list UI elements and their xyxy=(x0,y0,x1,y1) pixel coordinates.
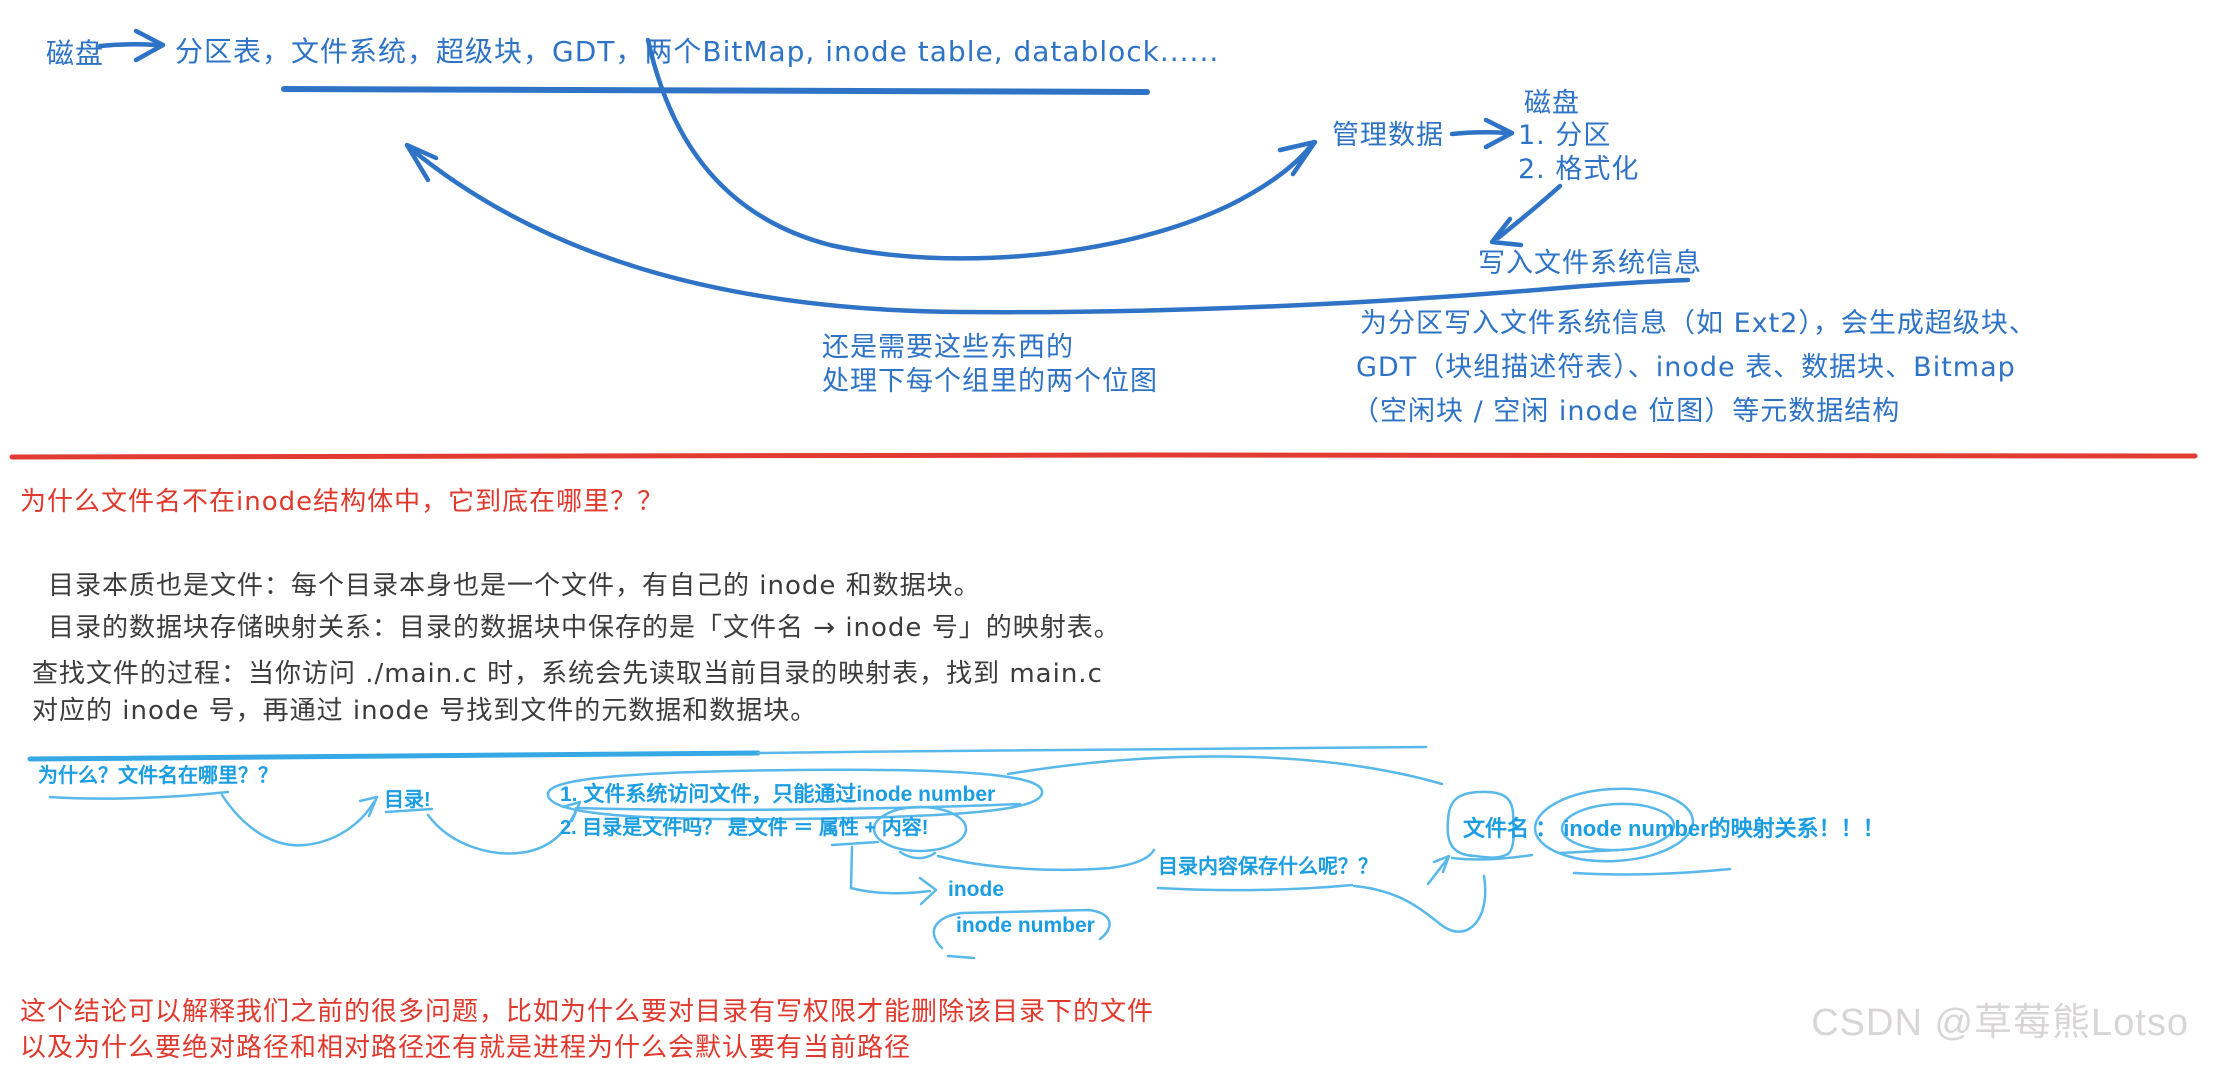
curve-to-manage-data xyxy=(645,37,1313,261)
ext2-line2: GDT（块组描述符表）、inode 表、数据块、Bitmap xyxy=(1356,352,2016,383)
highlight-line-left xyxy=(27,750,761,762)
annotation-item1: 1. 文件系统访问文件，只能通过inode number xyxy=(560,783,996,806)
directory-underline xyxy=(384,807,434,814)
note-line2: 处理下每个组里的两个位图 xyxy=(822,366,1158,397)
step-partition: 1. 分区 xyxy=(1518,120,1612,151)
curve-items-head xyxy=(561,800,582,823)
annotation-item2: 2. 目录是文件吗？ 是文件 ＝ 属性 + 内容! xyxy=(560,817,929,839)
filename-underline xyxy=(1450,853,1534,861)
attribute-branch-head xyxy=(918,876,938,906)
ext2-line1: 为分区写入文件系统信息（如 Ext2），会生成超级块、 xyxy=(1360,308,2037,339)
mapping-underline-2 xyxy=(1572,867,1732,876)
dir-content-underline xyxy=(1156,883,1354,892)
mapping-small-arrow-shaft xyxy=(1426,856,1450,886)
attribute-branch-vertical xyxy=(849,845,854,890)
curve-why-to-directory xyxy=(220,793,376,847)
connector-dir-content-to-mapping xyxy=(1352,874,1487,933)
mapping-underline-1 xyxy=(1558,848,1620,855)
mapping-small-arrow-head xyxy=(1432,854,1451,874)
disk-contents-label: 分区表，文件系统，超级块，GDT，两个BitMap, inode table, … xyxy=(175,35,1220,68)
inode-number-outer-ellipse xyxy=(1533,787,1695,863)
curve-to-manage-data-head xyxy=(1277,139,1318,177)
body-point2: 目录的数据块存储映射关系：目录的数据块中保存的是「文件名 → inode 号」的… xyxy=(48,613,1121,643)
highlight-line-right xyxy=(756,745,1428,755)
curve-to-dir-content xyxy=(936,848,1156,872)
curve-why-head xyxy=(358,795,379,818)
swoosh-to-mapping xyxy=(1006,755,1444,786)
dir-content-question: 目录内容保存什么呢？？ xyxy=(1158,856,1378,878)
manage-arrow-head xyxy=(1483,117,1515,150)
directory-label: 目录! xyxy=(384,789,431,811)
disk-steps-title: 磁盘 xyxy=(1524,88,1580,119)
inode-label: inode xyxy=(948,878,1004,901)
inode-number-oval xyxy=(932,908,1111,950)
attribute-underline xyxy=(830,840,880,847)
curve-back-to-list xyxy=(407,145,1691,315)
filename-box xyxy=(1446,790,1515,859)
disk-arrow-head xyxy=(133,28,166,63)
disk-label: 磁盘 xyxy=(46,37,105,70)
red-divider-line xyxy=(9,452,2198,460)
conclusion-line2: 以及为什么要绝对路径和相对路径还有就是进程为什么会默认要有当前路径 xyxy=(20,1033,912,1063)
body-point1: 目录本质也是文件：每个目录本身也是一个文件，有自己的 inode 和数据块。 xyxy=(48,571,981,601)
ext2-line3: （空闲块 / 空闲 inode 位图）等元数据结构 xyxy=(1352,396,1901,427)
question-heading: 为什么文件名不在inode结构体中，它到底在哪里？？ xyxy=(20,487,665,517)
item1-oval xyxy=(546,768,1044,821)
manage-data-label: 管理数据 xyxy=(1332,120,1444,151)
item1-underline xyxy=(574,802,1022,812)
note-line1: 还是需要这些东西的 xyxy=(822,332,1074,363)
mapping-conclusion: 文件名 ： inode number的映射关系！！！ xyxy=(1463,816,1885,841)
inode-number-label: inode number xyxy=(956,914,1095,937)
why-underline xyxy=(48,790,230,800)
manage-arrow-shaft xyxy=(1449,130,1509,137)
top-underline xyxy=(281,86,1150,95)
format-arrow-shaft xyxy=(1495,183,1563,241)
step-format: 2. 格式化 xyxy=(1518,154,1640,185)
curve-back-to-list-head xyxy=(404,142,439,183)
body-point3-line2: 对应的 inode 号，再通过 inode 号找到文件的元数据和数据块。 xyxy=(32,696,818,726)
write-fs-info-label: 写入文件系统信息 xyxy=(1478,248,1702,279)
conclusion-line1: 这个结论可以解释我们之前的很多问题，比如为什么要对目录有写权限才能删除该目录下的… xyxy=(20,997,1155,1027)
inode-number-dash xyxy=(946,954,976,960)
attribute-branch-horizontal xyxy=(849,886,932,895)
why-question-label: 为什么？文件名在哪里？？ xyxy=(38,765,278,787)
content-circle xyxy=(872,805,968,853)
content-circle-hook xyxy=(898,850,937,860)
curve-directory-to-items xyxy=(426,806,579,855)
csdn-watermark: CSDN @草莓熊Lotso xyxy=(1811,1002,2189,1044)
disk-arrow-shaft xyxy=(97,42,159,49)
body-point3-line1: 查找文件的过程：当你访问 ./main.c 时，系统会先读取当前目录的映射表，找… xyxy=(32,659,1103,689)
format-arrow-head xyxy=(1489,216,1524,248)
